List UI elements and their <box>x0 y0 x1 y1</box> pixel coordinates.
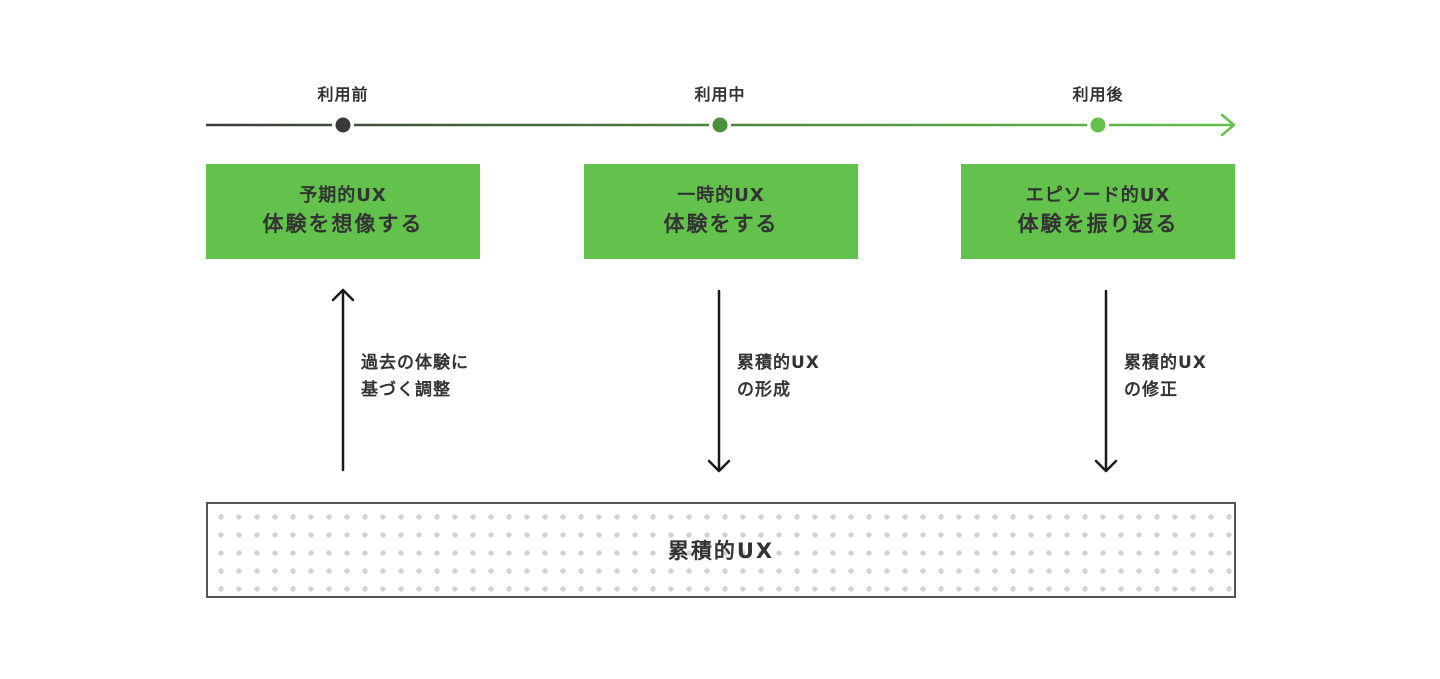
flow-arrow-down-1 <box>707 289 731 473</box>
flow-label-formation: 累積的UX の形成 <box>737 350 820 404</box>
flow-label-line2: の形成 <box>737 380 791 400</box>
flow-label-line1: 累積的UX <box>737 353 820 373</box>
cumulative-ux-box: 累積的UX <box>206 502 1236 598</box>
phase-label-during: 利用中 <box>694 85 746 104</box>
phase-label-before: 利用前 <box>317 85 369 104</box>
stage-main-label: 体験を想像する <box>262 211 424 236</box>
stage-main-label: 体験をする <box>663 211 779 236</box>
flow-label-line1: 累積的UX <box>1124 353 1207 373</box>
phase-label-after: 利用後 <box>1072 85 1124 104</box>
flow-arrow-up <box>331 288 355 472</box>
stage-sub-label: 予期的UX <box>299 184 387 206</box>
stage-box-episodic: エピソード的UX 体験を振り返る <box>961 164 1235 259</box>
flow-label-line2: 基づく調整 <box>361 380 451 400</box>
cumulative-ux-label: 累積的UX <box>667 539 775 563</box>
stage-main-label: 体験を振り返る <box>1017 211 1179 236</box>
flow-label-adjustment: 過去の体験に 基づく調整 <box>361 350 469 404</box>
stage-box-anticipated: 予期的UX 体験を想像する <box>206 164 480 259</box>
stage-sub-label: エピソード的UX <box>1025 184 1171 206</box>
phase-dots <box>332 114 1109 136</box>
stage-sub-label: 一時的UX <box>677 184 765 206</box>
phase-dot-during-fill <box>712 117 728 133</box>
flow-label-line2: の修正 <box>1124 380 1178 400</box>
timeline-arrowhead <box>1220 113 1236 137</box>
phase-dot-before-fill <box>335 117 351 133</box>
stage-box-momentary: 一時的UX 体験をする <box>584 164 858 259</box>
flow-label-line1: 過去の体験に <box>361 353 469 373</box>
flow-label-correction: 累積的UX の修正 <box>1124 350 1207 404</box>
flow-arrow-down-2 <box>1094 289 1118 473</box>
phase-dot-after-fill <box>1090 117 1106 133</box>
